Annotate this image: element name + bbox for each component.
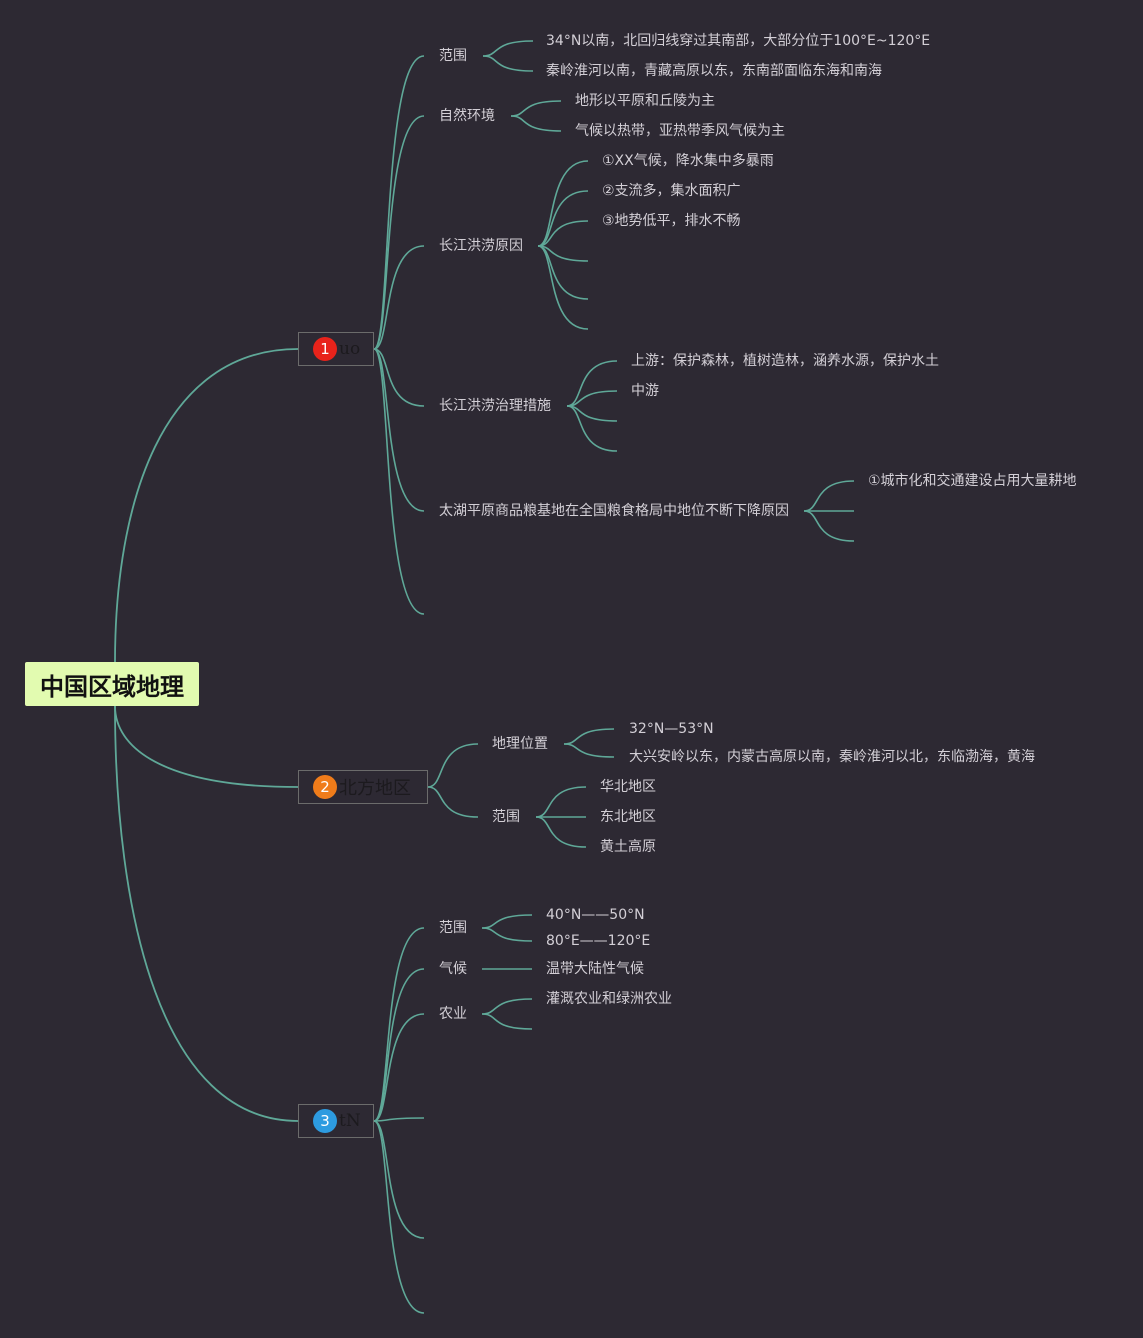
sub-connector <box>510 100 562 117</box>
topic-taihu-plain[interactable]: 太湖平原商品粮基地在全国粮食格局中地位不断下降原因 <box>439 503 789 519</box>
sub-connector <box>481 998 533 1015</box>
branch3-connector <box>373 1013 425 1122</box>
branch-label: uo <box>339 339 361 359</box>
number-badge: 3 <box>313 1109 337 1133</box>
subtopic[interactable]: 80°E——120°E <box>546 933 651 949</box>
sub-connector <box>563 743 615 758</box>
branch2-connector <box>427 743 479 788</box>
branch3-connector <box>373 927 425 1122</box>
number-badge: 1 <box>313 337 337 361</box>
branch-node-2[interactable]: 2 北方地区 <box>298 770 428 804</box>
topic-climate[interactable]: 气候 <box>439 961 467 977</box>
branch-node-3[interactable]: 3 tN <box>298 1104 374 1138</box>
topic-range[interactable]: 范围 <box>492 809 520 825</box>
sub-connector <box>537 190 589 247</box>
subtopic[interactable]: 上游：保护森林，植树造林，涵养水源，保护水土 <box>631 353 939 369</box>
subtopic[interactable]: 地形以平原和丘陵为主 <box>575 93 715 109</box>
subtopic[interactable]: ①XX气候，降水集中多暴雨 <box>602 153 774 169</box>
branch3-connector <box>373 1117 425 1122</box>
sub-connector <box>537 220 589 247</box>
branch1-connector <box>373 55 425 350</box>
subtopic[interactable]: 32°N—53°N <box>629 721 714 737</box>
number-badge: 2 <box>313 775 337 799</box>
sub-connector <box>482 55 534 72</box>
topic-flood-measures[interactable]: 长江洪涝治理措施 <box>439 398 551 414</box>
branch-node-1[interactable]: 1 uo <box>298 332 374 366</box>
subtopic[interactable]: 华北地区 <box>600 779 656 795</box>
subtopic[interactable]: 灌溉农业和绿洲农业 <box>546 991 672 1007</box>
sub-connector <box>563 728 615 745</box>
branch3-connector <box>373 1120 425 1239</box>
sub-connector <box>510 115 562 132</box>
subtopic[interactable]: 秦岭淮河以南，青藏高原以东，东南部面临东海和南海 <box>546 63 882 79</box>
branch1-connector <box>373 348 425 615</box>
sub-connector <box>566 405 618 452</box>
subtopic[interactable]: 东北地区 <box>600 809 656 825</box>
sub-connector <box>537 245 589 330</box>
sub-connector <box>537 160 589 247</box>
sub-connector <box>482 40 534 57</box>
root-connector <box>114 348 299 663</box>
topic-agriculture[interactable]: 农业 <box>439 1006 467 1022</box>
branch1-connector <box>373 245 425 350</box>
branch1-connector <box>373 348 425 407</box>
topic-range[interactable]: 范围 <box>439 48 467 64</box>
topic-location[interactable]: 地理位置 <box>492 736 548 752</box>
sub-connector <box>481 1013 533 1030</box>
branch3-connector <box>373 1120 425 1314</box>
subtopic[interactable]: ①城市化和交通建设占用大量耕地 <box>868 473 1077 489</box>
topic-flood-causes[interactable]: 长江洪涝原因 <box>439 238 523 254</box>
sub-connector <box>803 510 855 542</box>
root-node[interactable]: 中国区域地理 <box>25 662 199 706</box>
subtopic[interactable]: 黄土高原 <box>600 839 656 855</box>
subtopic[interactable]: 大兴安岭以东，内蒙古高原以南，秦岭淮河以北，东临渤海，黄海 <box>629 749 1035 765</box>
branch3-connector <box>373 968 425 1122</box>
sub-connector <box>566 405 618 422</box>
topic-range[interactable]: 范围 <box>439 920 467 936</box>
subtopic[interactable]: 40°N——50°N <box>546 907 645 923</box>
subtopic[interactable]: ③地势低平，排水不畅 <box>602 213 741 229</box>
root-connector <box>114 705 299 788</box>
sub-connector <box>535 816 587 848</box>
subtopic[interactable]: 气候以热带，亚热带季风气候为主 <box>575 123 785 139</box>
subtopic[interactable]: 34°N以南，北回归线穿过其南部，大部分位于100°E~120°E <box>546 33 931 49</box>
branch-label: 北方地区 <box>339 778 411 799</box>
topic-natural-environment[interactable]: 自然环境 <box>439 108 495 124</box>
root-connector <box>114 705 299 1122</box>
sub-connector <box>566 360 618 407</box>
sub-connector <box>535 786 587 818</box>
subtopic[interactable]: 中游 <box>631 383 659 399</box>
sub-connector <box>481 927 533 942</box>
branch-label: tN <box>339 1111 361 1131</box>
sub-connector <box>803 480 855 512</box>
branch2-connector <box>427 786 479 818</box>
branch1-connector <box>373 348 425 512</box>
branch1-connector <box>373 115 425 350</box>
sub-connector <box>566 390 618 407</box>
subtopic[interactable]: ②支流多，集水面积广 <box>602 183 741 199</box>
subtopic[interactable]: 温带大陆性气候 <box>546 961 644 977</box>
sub-connector <box>481 914 533 929</box>
